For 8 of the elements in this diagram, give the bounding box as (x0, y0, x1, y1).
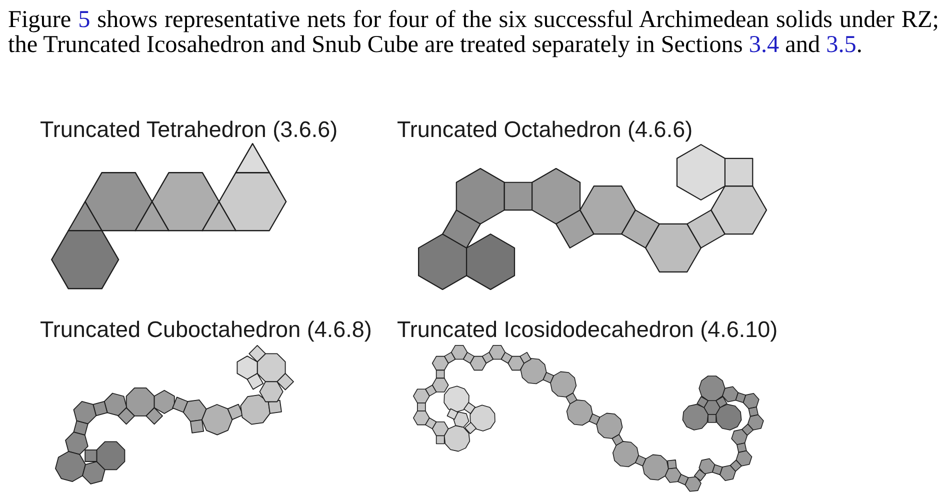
panel-title: Truncated Tetrahedron (3.6.6) (40, 117, 338, 143)
reference-link: 5 (78, 6, 90, 33)
panel-title: Truncated Octahedron (4.6.6) (397, 117, 693, 143)
panel-title: Truncated Icosidodecahedron (4.6.10) (397, 317, 778, 343)
reference-link: 3.4 (748, 31, 780, 58)
intro-paragraph: Figure 5 shows representative nets for four of the six successful Archimedean solids under RZ; the Truncated Icosahedron and Snub Cube are treated separately in Sections 3.4 and 3.5. (8, 7, 939, 57)
reference-link: 3.5 (826, 31, 856, 58)
panel-title: Truncated Cuboctahedron (4.6.8) (40, 317, 372, 343)
